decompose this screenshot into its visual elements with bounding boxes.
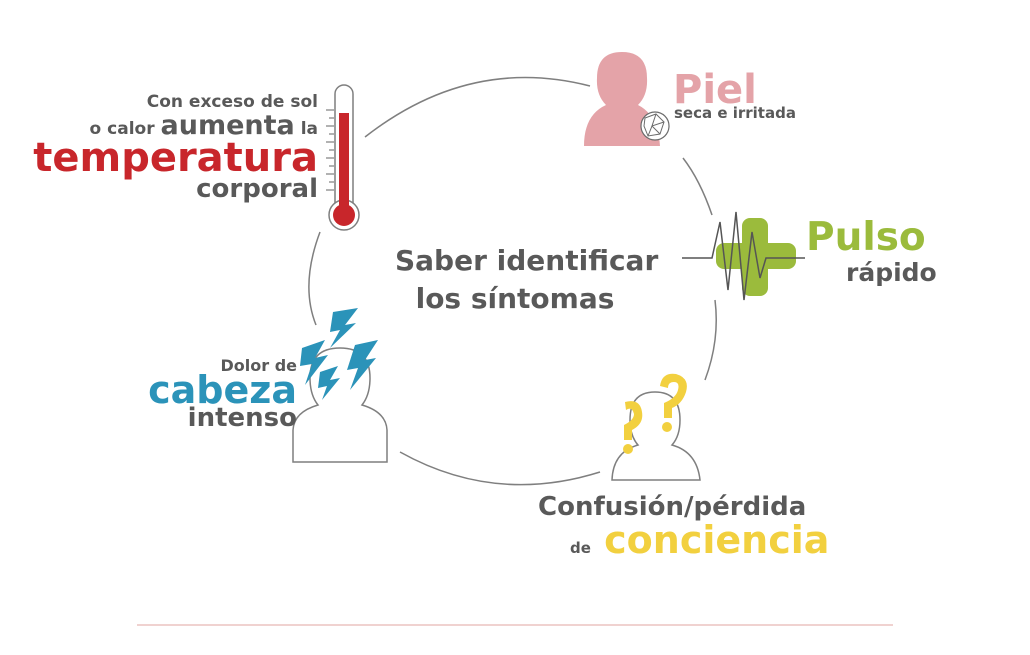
temperature-highlight: temperatura	[33, 135, 318, 181]
headache-line3: intenso	[187, 403, 297, 433]
confusion-line1: Confusión/pérdida	[538, 492, 807, 522]
center-title: Saber identificar los síntomas	[395, 242, 659, 318]
circle-arc-right-top	[682, 157, 713, 216]
temperature-line2-emph: aumenta	[160, 110, 295, 141]
circle-arc-bottom	[399, 451, 601, 486]
temperature-line2: o calor aumenta la	[90, 112, 318, 139]
circle-arc-top	[364, 76, 591, 138]
headache-highlight: cabeza	[148, 368, 297, 412]
skin-texture-icon	[640, 111, 670, 141]
question-mark-icon	[623, 373, 687, 454]
confusion-line2: de conciencia	[570, 521, 829, 559]
confused-person-icon	[611, 391, 701, 481]
center-title-line2: los síntomas	[415, 281, 615, 315]
lightning-bolt-icon	[300, 308, 378, 400]
temperature-line2-post: la	[300, 119, 318, 139]
headache-person-icon	[292, 347, 388, 463]
headache-line1: Dolor de	[220, 356, 297, 375]
temperature-line4: corporal	[196, 174, 318, 204]
confusion-prefix: de	[570, 539, 591, 557]
heartbeat-icon	[682, 211, 805, 301]
skin-highlight: Piel	[673, 67, 757, 113]
center-title-line1: Saber identificar	[395, 244, 659, 277]
temperature-line2-pre: o calor	[89, 119, 155, 139]
circle-arc-right-bottom	[704, 299, 717, 381]
cycle-circle	[308, 76, 717, 486]
thermometer-icon	[326, 84, 360, 231]
confusion-highlight: conciencia	[604, 518, 830, 562]
circle-arc-left	[308, 231, 321, 326]
pulse-highlight: Pulso	[806, 215, 926, 260]
skin-subtitle: seca e irritada	[674, 104, 796, 122]
temperature-line1: Con exceso de sol	[146, 92, 318, 112]
pulse-subtitle: rápido	[846, 258, 937, 287]
woman-head-icon	[584, 52, 670, 146]
